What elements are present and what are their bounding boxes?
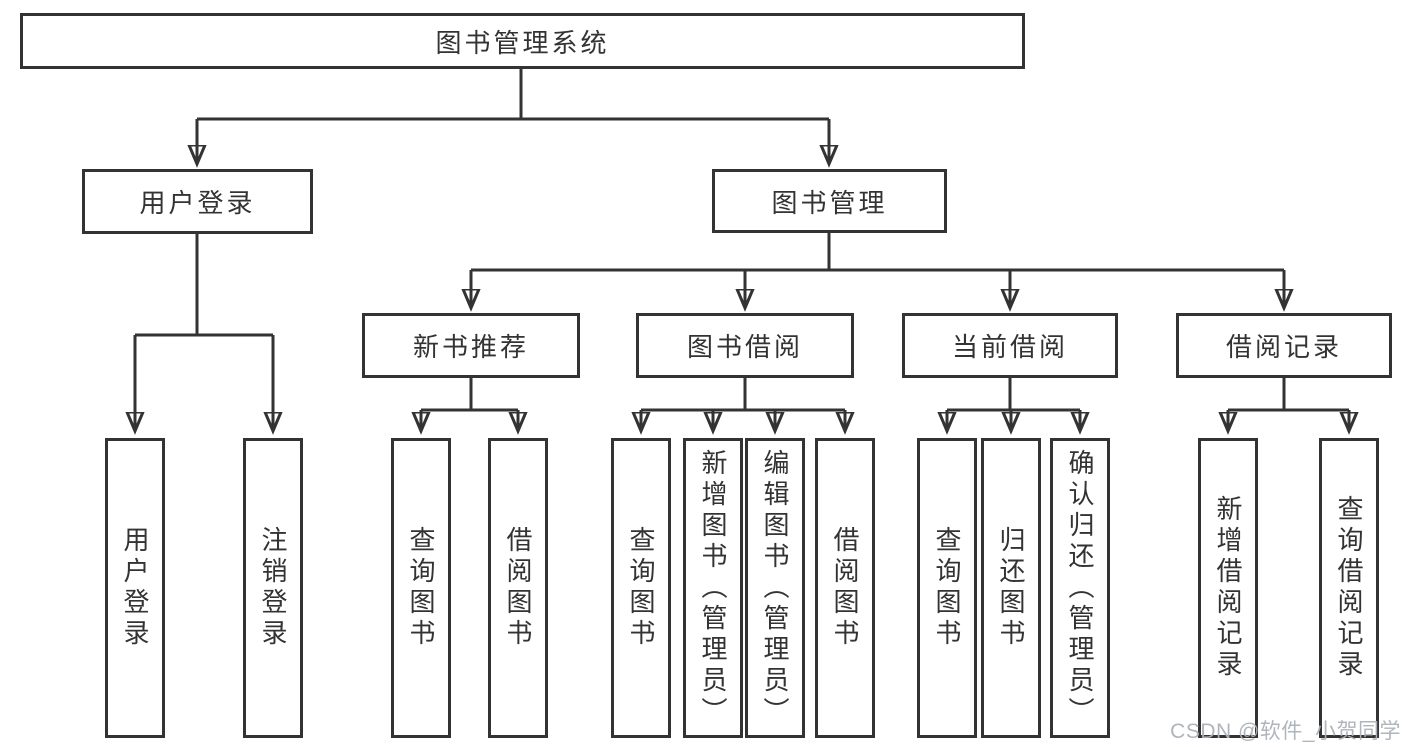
node-new-book-recommend: 新书推荐 (362, 313, 580, 378)
leaf-label: 用户登录 (120, 526, 150, 650)
node-leaf-return-book: 归还图书 (981, 438, 1041, 738)
node-leaf-add-book-admin: 新增图书（管理员） (683, 438, 743, 738)
leaf-label: 注销登录 (258, 526, 288, 650)
node-leaf-query-book-1: 查询图书 (391, 438, 451, 738)
node-current-borrow: 当前借阅 (902, 313, 1118, 378)
leaf-label: 借阅图书 (830, 526, 860, 650)
node-leaf-confirm-return-admin: 确认归还（管理员） (1050, 438, 1110, 738)
leaf-label: 编辑图书（管理员） (760, 448, 790, 728)
node-book-borrow: 图书借阅 (636, 313, 854, 378)
leaf-label: 确认归还（管理员） (1065, 448, 1095, 728)
node-book-management: 图书管理 (712, 169, 947, 233)
leaf-label: 查询图书 (626, 526, 656, 650)
leaf-label: 新增借阅记录 (1213, 495, 1243, 681)
node-leaf-logout: 注销登录 (243, 438, 303, 738)
leaf-label: 归还图书 (996, 526, 1026, 650)
node-leaf-query-book-3: 查询图书 (917, 438, 977, 738)
node-leaf-add-borrow-record: 新增借阅记录 (1198, 438, 1258, 738)
csdn-watermark: CSDN @软件_小贺同学 (1170, 720, 1401, 743)
leaf-label: 查询图书 (932, 526, 962, 650)
leaf-label: 借阅图书 (503, 526, 533, 650)
node-leaf-borrow-book-1: 借阅图书 (488, 438, 548, 738)
node-leaf-edit-book-admin: 编辑图书（管理员） (745, 438, 805, 738)
node-borrow-records: 借阅记录 (1176, 313, 1392, 378)
node-leaf-query-borrow-record: 查询借阅记录 (1319, 438, 1379, 738)
node-leaf-user-login: 用户登录 (105, 438, 165, 738)
node-system-root: 图书管理系统 (20, 13, 1025, 69)
node-user-login: 用户登录 (82, 169, 313, 234)
node-leaf-query-book-2: 查询图书 (611, 438, 671, 738)
leaf-label: 新增图书（管理员） (698, 448, 728, 728)
node-leaf-borrow-book-2: 借阅图书 (815, 438, 875, 738)
leaf-label: 查询图书 (406, 526, 436, 650)
leaf-label: 查询借阅记录 (1334, 495, 1364, 681)
